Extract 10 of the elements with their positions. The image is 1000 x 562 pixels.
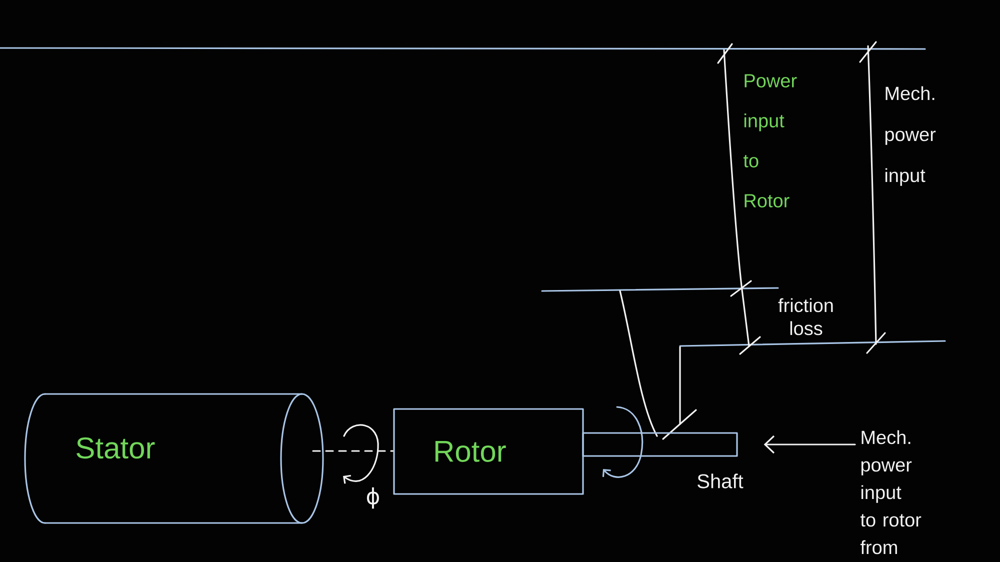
node-label: Stator bbox=[76, 437, 155, 459]
symbol-label: ϕ bbox=[366, 487, 379, 509]
part-label: Shaft bbox=[698, 474, 744, 488]
dimension-label: friction loss bbox=[778, 298, 833, 336]
dimension-label: Mech. power input bbox=[885, 86, 936, 186]
rotor-box: Rotor bbox=[393, 408, 584, 495]
callout-text: Mech. power input to rotor from bbox=[860, 430, 922, 554]
stator-cylinder: Stator bbox=[24, 393, 324, 524]
dimension-label: Power input to Rotor bbox=[744, 74, 797, 208]
arrow bbox=[764, 435, 856, 454]
